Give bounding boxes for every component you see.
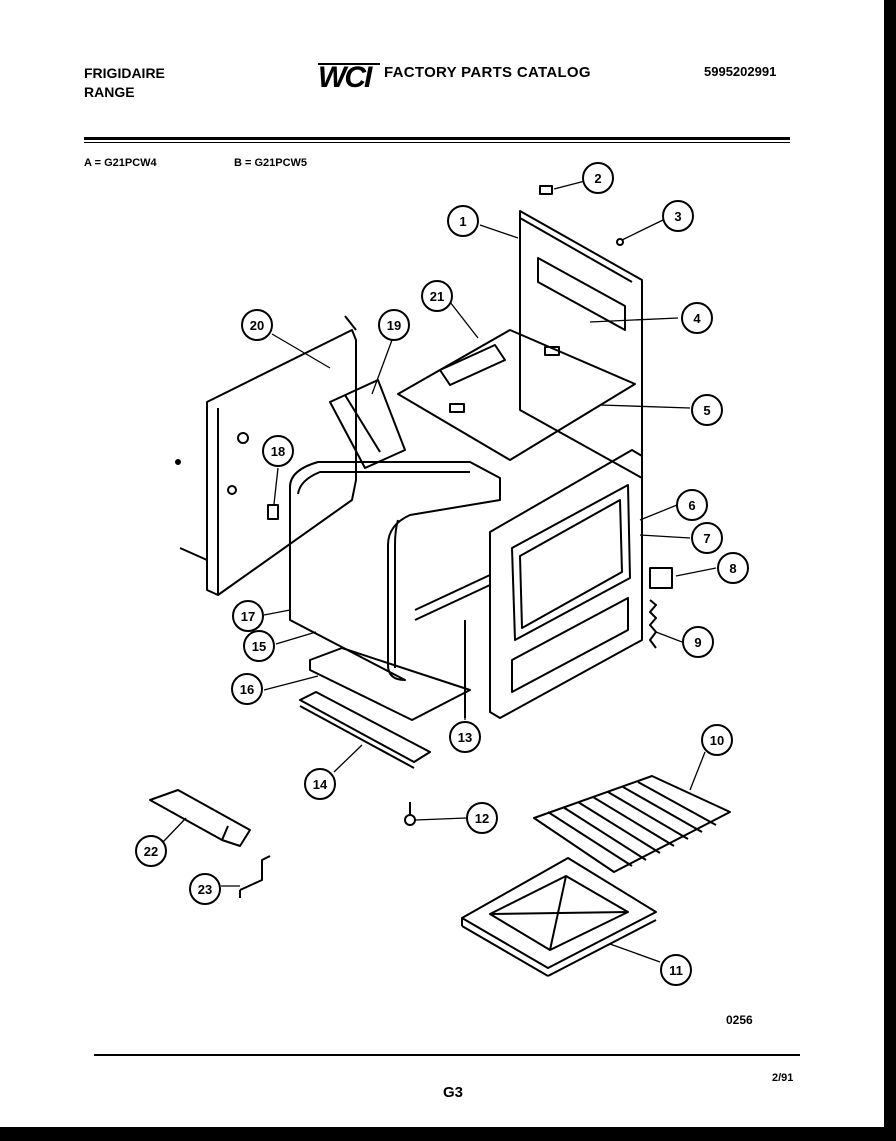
page-number: G3 (443, 1084, 464, 1101)
svg-text:18: 18 (271, 444, 285, 459)
svg-text:1: 1 (459, 214, 466, 229)
callout-16: 16 (231, 673, 263, 705)
callout-19: 19 (378, 309, 410, 341)
product-name: RANGE (84, 84, 135, 100)
svg-text:10: 10 (710, 733, 724, 748)
model-a-label: A = G21PCW4 (84, 157, 157, 169)
svg-text:9: 9 (694, 635, 701, 650)
header-rule-bottom (84, 142, 790, 143)
scan-border-right (884, 0, 896, 1141)
callout-9: 9 (682, 626, 714, 658)
callout-21: 21 (421, 280, 453, 312)
brand-block: FRIGIDAIRE RANGE (84, 64, 165, 102)
svg-text:14: 14 (313, 777, 328, 792)
svg-text:11: 11 (669, 963, 683, 978)
callout-8: 8 (717, 552, 749, 584)
back-panel (519, 210, 643, 479)
burner-cover (149, 789, 251, 847)
svg-text:21: 21 (430, 289, 444, 304)
svg-text:23: 23 (198, 882, 212, 897)
oven-rack (533, 775, 731, 873)
brand-name: FRIGIDAIRE (84, 65, 165, 81)
side-panel (175, 315, 357, 596)
footer-rule (94, 1054, 800, 1056)
svg-text:20: 20 (250, 318, 264, 333)
callout-4: 4 (681, 302, 713, 334)
front-frame (489, 449, 643, 719)
callout-22: 22 (135, 835, 167, 867)
svg-text:22: 22 (144, 844, 158, 859)
svg-text:5: 5 (703, 403, 710, 418)
callout-14: 14 (304, 768, 336, 800)
revision-date: 2/91 (772, 1072, 794, 1084)
wci-logo: WCI (318, 61, 380, 94)
part-number: 5995202991 (704, 64, 777, 79)
callout-1: 1 (447, 205, 479, 237)
svg-text:3: 3 (674, 209, 681, 224)
callout-13: 13 (449, 721, 481, 753)
leader-lines (162, 180, 717, 963)
vent-duct (329, 379, 406, 469)
model-b-label: B = G21PCW5 (234, 157, 308, 169)
callout-12: 12 (466, 802, 498, 834)
callouts: 1 2 3 4 5 6 7 8 9 10 11 12 13 14 15 16 1… (135, 162, 749, 986)
svg-text:16: 16 (240, 682, 254, 697)
svg-text:7: 7 (703, 531, 710, 546)
svg-text:6: 6 (688, 498, 695, 513)
top-panel (397, 329, 636, 461)
svg-text:2: 2 (594, 171, 601, 186)
callout-3: 3 (662, 200, 694, 232)
callout-7: 7 (691, 522, 723, 554)
svg-text:15: 15 (252, 639, 266, 654)
scan-border-bottom (0, 1127, 896, 1141)
catalog-title: FACTORY PARTS CATALOG (384, 64, 591, 81)
callout-5: 5 (691, 394, 723, 426)
header-rule-top (84, 137, 790, 140)
callout-6: 6 (676, 489, 708, 521)
callout-17: 17 (232, 600, 264, 632)
diagram-code: 0256 (726, 1013, 753, 1027)
callout-2: 2 (582, 162, 614, 194)
svg-text:19: 19 (387, 318, 401, 333)
svg-text:8: 8 (729, 561, 736, 576)
broiler-pan (461, 857, 657, 977)
callout-10: 10 (701, 724, 733, 756)
bracket (239, 855, 271, 898)
oven-cavity (289, 461, 501, 681)
callout-20: 20 (241, 309, 273, 341)
svg-text:17: 17 (241, 609, 255, 624)
callout-11: 11 (660, 954, 692, 986)
callout-23: 23 (189, 873, 221, 905)
rack-supports (414, 574, 491, 718)
hardware-parts (267, 185, 673, 826)
svg-text:WCI: WCI (318, 61, 373, 94)
kick-plate (299, 691, 431, 769)
svg-text:4: 4 (693, 311, 701, 326)
bottom-panel (309, 647, 471, 721)
svg-text:12: 12 (475, 811, 489, 826)
callout-15: 15 (243, 630, 275, 662)
callout-18: 18 (262, 435, 294, 467)
svg-text:13: 13 (458, 730, 472, 745)
